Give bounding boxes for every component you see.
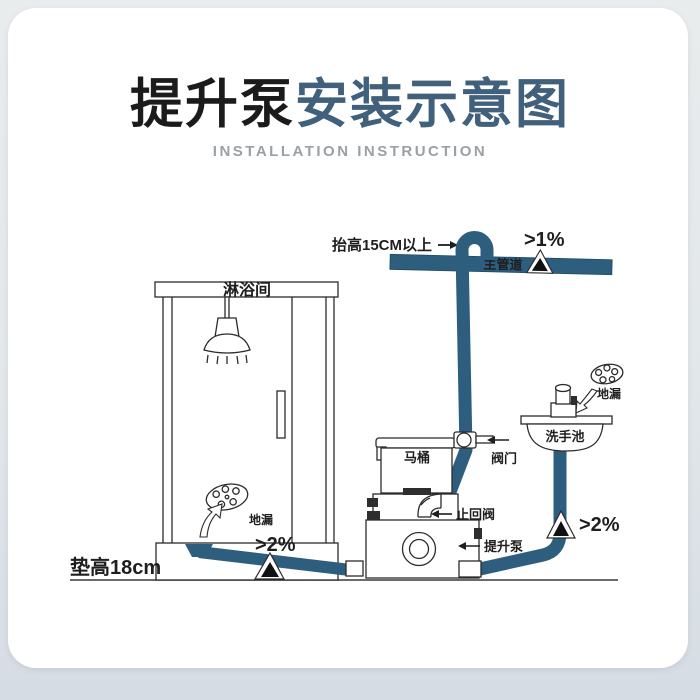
- shower-door-handle: [276, 390, 286, 439]
- drain-hole: [594, 368, 603, 377]
- toilet-tank-lid: [375, 437, 456, 449]
- raise-height-label: 抬高15CM以上: [332, 236, 432, 254]
- pump-fitting: [367, 511, 380, 520]
- slope-triangle-core: [261, 562, 279, 577]
- sink: 洗手池: [520, 383, 613, 452]
- sink-bowl: [526, 423, 604, 452]
- toilet: 马桶: [375, 437, 456, 495]
- valve-label: 阀门: [491, 451, 517, 466]
- drain-hole: [603, 364, 611, 372]
- title-black-part: 提升泵: [130, 75, 295, 134]
- toilet-label: 马桶: [404, 450, 430, 465]
- pump-label: 提升泵: [484, 539, 523, 554]
- slope-marker-sink: >2%: [546, 509, 620, 539]
- drain-hole: [221, 485, 230, 494]
- faucet-cap: [554, 383, 572, 393]
- drain-hole: [608, 375, 616, 383]
- faucet-knob: [571, 396, 577, 405]
- toilet-base: [372, 493, 459, 522]
- curved-arrow-icon: [199, 503, 223, 538]
- shower-header-bar: [154, 281, 339, 298]
- sink-label: 洗手池: [545, 429, 584, 444]
- floor-drain-shower-label: 地漏: [249, 512, 273, 527]
- shower-head-icon: [203, 296, 251, 365]
- shower-room-label: 淋浴间: [223, 280, 271, 299]
- pump-fitting: [367, 498, 378, 507]
- page-subtitle: INSTALLATION INSTRUCTION: [212, 143, 488, 160]
- faucet-base: [550, 402, 577, 418]
- valve-icon: [453, 431, 494, 449]
- main-pipe: [389, 253, 613, 276]
- check-valve-label: 止回阀: [456, 507, 495, 522]
- slope-marker-shower: >2%: [253, 534, 296, 580]
- shower-enclosure: 淋浴间: [154, 280, 339, 543]
- curved-arrow-icon: [575, 388, 598, 414]
- drain-hole: [229, 497, 237, 506]
- slope-triangle-core: [531, 257, 548, 272]
- page-title: 提升泵安装示意图: [0, 75, 700, 134]
- slope-label-shower: >2%: [255, 534, 296, 556]
- check-valve-pointer: 止回阀: [431, 507, 495, 522]
- toilet-tank: [380, 447, 453, 494]
- valve-pointer: 阀门: [487, 436, 517, 466]
- toilet-seal: [403, 488, 431, 495]
- floor-drain-shower: 地漏: [199, 483, 273, 538]
- pump-inlet-coupling-right: [458, 560, 482, 578]
- drain-hole: [212, 490, 221, 499]
- main-slope-label: >1%: [524, 229, 565, 251]
- pump-assembly: [365, 493, 482, 579]
- valve-boss: [456, 432, 472, 448]
- drain-hole: [599, 376, 607, 384]
- riser-pipe: [438, 231, 494, 508]
- pad-height-label: 垫高18cm: [70, 555, 161, 579]
- faucet-icon: [550, 383, 577, 418]
- main-pipe-label: 主管道: [483, 257, 522, 273]
- raise-height-arrow-icon: [438, 241, 458, 249]
- shower-head-stem: [224, 296, 230, 320]
- floor-drain-sink: 地漏: [575, 363, 624, 414]
- slope-triangle-core: [553, 521, 569, 536]
- floor-drain-sink-label: 地漏: [597, 386, 621, 401]
- pump-switch: [474, 528, 482, 539]
- shower-head-dome: [203, 333, 251, 354]
- pump-pointer: 提升泵: [458, 539, 523, 554]
- check-valve-icon: [417, 493, 442, 518]
- slope-label-sink: >2%: [579, 514, 620, 536]
- pump-inlet-coupling-left: [345, 560, 364, 577]
- drain-hole: [224, 494, 230, 500]
- drain-hole: [232, 487, 240, 495]
- title-blue-part: 安装示意图: [295, 75, 570, 134]
- main-pipe-group: 主管道: [389, 248, 613, 276]
- shower-water-drops: [206, 354, 248, 365]
- drain-hole: [611, 367, 619, 376]
- pump-port-inner: [408, 538, 430, 560]
- product-card: [8, 8, 688, 668]
